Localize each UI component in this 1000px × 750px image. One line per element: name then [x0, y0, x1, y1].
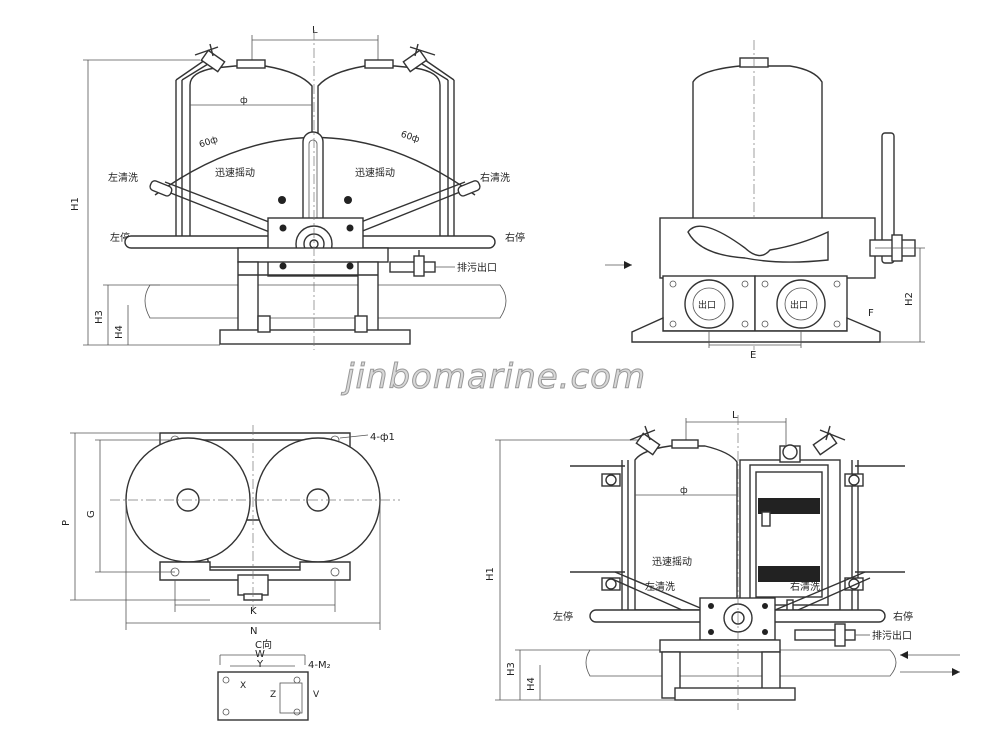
dim-h4-bottom-label: H4 — [526, 677, 537, 691]
bottom-right-top-valve — [812, 425, 846, 456]
dim-k-label: K — [250, 606, 257, 617]
rapid-shake-right-label: 迅速摇动 — [355, 166, 395, 179]
dim-l-label: L — [312, 25, 318, 36]
c-view: C向 W Y 4-M₂ X Z V — [217, 638, 331, 721]
right-clean-label: 右清洗 — [480, 171, 510, 184]
watermark-text: jinbomarine.com — [341, 357, 646, 397]
dim-x-label: X — [240, 681, 246, 691]
dim-n-label: N — [250, 626, 257, 637]
phi-bottom-label: ф — [680, 486, 688, 496]
dim-h4-label: H4 — [114, 325, 125, 339]
left-clean-bottom-label: 左清洗 — [645, 580, 675, 593]
dim-z-label: Z — [270, 690, 276, 700]
dim-h3-label: H3 — [94, 310, 105, 324]
top-view: 4-ф1 P G K N — [61, 425, 400, 637]
right-stop-bottom-label: 右停 — [893, 610, 913, 623]
phi-label: ф — [240, 96, 248, 106]
drain-outlet-bottom-label: 排污出口 — [872, 629, 912, 642]
view-c-label: C向 — [255, 638, 272, 651]
dim-h3-bottom-label: H3 — [506, 662, 517, 676]
right-stop-label: 右停 — [505, 231, 525, 244]
dim-v-label: V — [313, 690, 320, 700]
dim-y-label: Y — [256, 659, 264, 670]
dim-e-label: E — [750, 350, 756, 361]
rapid-shake-left-label: 迅速摇动 — [215, 166, 255, 179]
bottom-left-top-valve — [629, 425, 661, 456]
front-view: L H1 H3 H4 — [70, 25, 525, 350]
drain-outlet-label: 排污出口 — [457, 261, 497, 274]
dim-g-label: G — [86, 510, 97, 518]
outlet-right-label: 出口 — [790, 299, 808, 311]
dim-f-label: F — [868, 308, 874, 319]
left-top-valve — [194, 43, 226, 73]
left-clean-label: 左清洗 — [108, 171, 138, 184]
holes-label: 4-ф1 — [370, 432, 395, 443]
section-view: L H1 H3 H4 ф — [485, 410, 960, 710]
dim-p-label: P — [61, 520, 72, 526]
right-clean-bottom-label: 右清洗 — [790, 580, 820, 593]
rapid-shake-bottom-label: 迅速摇动 — [652, 555, 692, 568]
dim-l-bottom-label: L — [732, 410, 738, 421]
mounting-label: 4-M₂ — [308, 660, 331, 671]
dim-h1-bottom-label: H1 — [485, 567, 496, 581]
side-view: 出口 出口 F E H2 — [605, 40, 925, 361]
outlet-left-label: 出口 — [698, 299, 716, 311]
dim-h1-label: H1 — [70, 197, 81, 211]
right-top-valve — [402, 43, 436, 73]
left-stop-bottom-label: 左停 — [553, 610, 573, 623]
dim-h2-label: H2 — [904, 292, 915, 306]
dim-w-label: W — [255, 649, 265, 660]
